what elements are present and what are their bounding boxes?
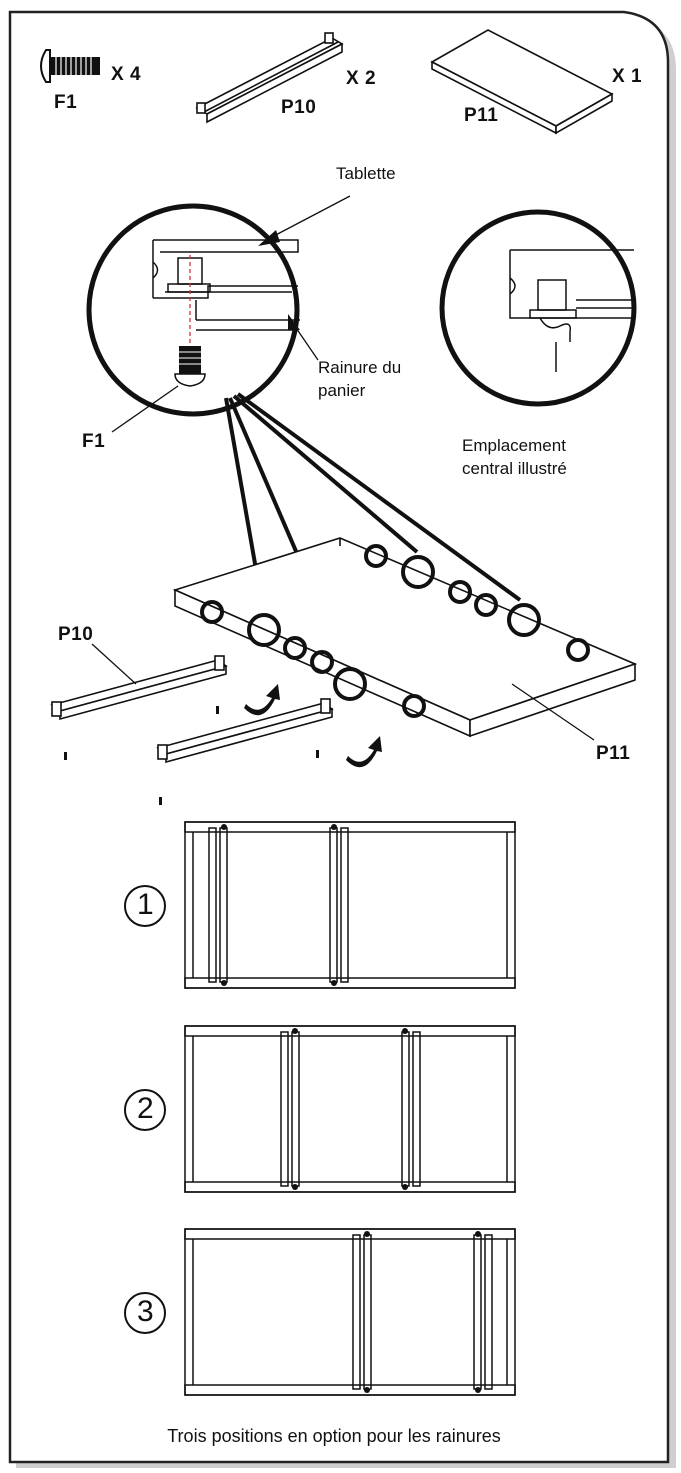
central-detail-circle [439, 209, 637, 407]
p10-assembly-label: P10 [58, 624, 94, 645]
rainure-label-line1: Rainure du [318, 358, 402, 377]
tablette-label: Tablette [336, 164, 396, 183]
f1-callout-label: F1 [82, 431, 106, 452]
tablette-leader [258, 195, 351, 246]
position-1-number: 1 [137, 888, 154, 921]
f1-mini-screws [64, 706, 319, 805]
p11-assembly-label: P11 [596, 743, 631, 764]
rainure-leader [288, 314, 319, 361]
p10-qty-label: X 2 [346, 68, 377, 89]
f1-part-label: F1 [54, 92, 78, 113]
positions-caption: Trois positions en option pour les rainu… [167, 1426, 501, 1446]
position-number-circles [124, 885, 166, 1334]
position-2-number: 2 [137, 1092, 154, 1125]
central-label-line2: central illustré [462, 459, 567, 478]
p11-qty-label: X 1 [612, 66, 643, 87]
f1-screw-detail [174, 346, 206, 387]
position-1-frame [184, 821, 516, 989]
f1-screw-icon [40, 49, 100, 83]
central-label-line1: Emplacement [462, 436, 566, 455]
p10-rail-right [156, 698, 334, 764]
p10-rail-icon [195, 32, 344, 124]
p11-assembly-leader [511, 683, 595, 741]
p10-rail-left [50, 655, 228, 721]
position-3-number: 3 [137, 1295, 154, 1328]
p11-panel-icon [430, 29, 614, 135]
p11-part-label: P11 [464, 105, 499, 126]
rainure-label-line2: panier [318, 381, 366, 400]
assembly-holes [200, 544, 590, 718]
p10-assembly-leader [91, 643, 137, 685]
f1-qty-label: X 4 [111, 64, 142, 85]
screw-detail-circle [86, 203, 300, 417]
position-frame-screws [221, 824, 481, 1393]
rotate-arrows [244, 684, 382, 768]
f1-leader [111, 385, 179, 433]
p10-part-label: P10 [281, 97, 317, 118]
